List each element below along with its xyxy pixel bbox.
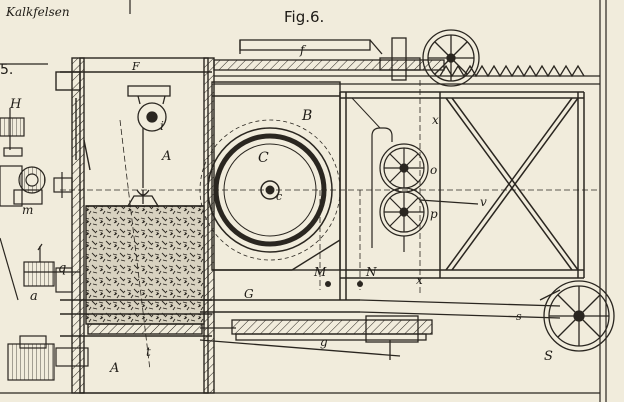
label-A-lower: A: [109, 361, 119, 376]
label-v: v: [480, 195, 487, 209]
label-i: i: [160, 119, 164, 133]
marker-points: [325, 281, 363, 287]
label-c: c: [276, 190, 282, 203]
lower-cylinder: [199, 299, 561, 360]
label-G: G: [244, 287, 254, 301]
pulley-pair: [371, 127, 479, 252]
label-C: C: [258, 150, 269, 166]
label-H: H: [9, 97, 22, 112]
label-f: f: [299, 43, 307, 57]
left-apparatus: [0, 63, 89, 381]
label-N: N: [365, 265, 377, 279]
label-x-bottom: x: [416, 273, 423, 287]
label-F: F: [131, 60, 140, 73]
label-a: a: [30, 289, 38, 304]
top-rail: [213, 37, 600, 85]
label-m: m: [22, 203, 33, 217]
hoist-pulley: [126, 85, 171, 207]
label-q: q: [58, 261, 66, 276]
drive-wheel: [539, 280, 615, 352]
label-s: s: [516, 310, 522, 323]
label-t: t: [146, 345, 151, 359]
label-S: S: [544, 349, 553, 364]
caption-kalkfelsen: Kalkfelsen: [5, 5, 70, 19]
label-g: g: [320, 335, 328, 349]
kiln-shaft: [55, 57, 215, 394]
label-M: M: [313, 265, 327, 279]
label-o: o: [430, 163, 437, 177]
figure-title: Fig.6.: [284, 8, 324, 26]
top-gear-wheel: [422, 29, 480, 87]
label-x-top: x: [432, 113, 439, 127]
label-A-upper: A: [161, 149, 171, 164]
truss-frame: [339, 91, 585, 300]
housing: [200, 81, 360, 313]
fragment-label: 5.: [0, 62, 13, 78]
label-B: B: [301, 108, 312, 124]
label-p: p: [430, 207, 438, 221]
center-lines: [60, 80, 600, 371]
